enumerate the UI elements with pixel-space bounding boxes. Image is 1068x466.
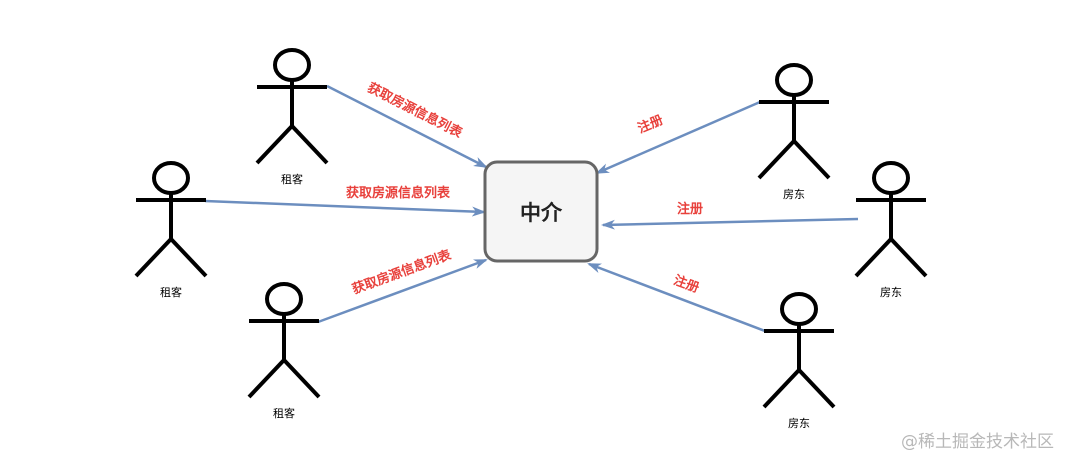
actor-landlord-1: 房东 (757, 63, 831, 201)
actor-tenant-2: 租客 (134, 161, 208, 299)
arrow-tenant-2 (204, 199, 486, 217)
arrow-tenant-3 (317, 258, 488, 324)
edge-label-landlord-3: 注册 (671, 272, 701, 296)
actor-tenant-1: 租客 (255, 48, 329, 186)
arrow-landlord-2 (601, 217, 859, 230)
edge-label-landlord-1: 注册 (635, 112, 665, 137)
stick-figure-icon (762, 292, 836, 409)
edge-label-landlord-2: 注册 (677, 201, 703, 217)
center-node: 中介 (483, 160, 599, 263)
actor-landlord-2: 房东 (854, 161, 928, 299)
center-node-box (483, 160, 599, 263)
actor-label: 租客 (281, 172, 303, 186)
actor-label: 房东 (880, 286, 902, 299)
stick-figure-icon (247, 282, 321, 399)
stick-figure-icon (854, 161, 928, 278)
arrow-landlord-1 (595, 100, 761, 175)
actor-label: 租客 (273, 406, 295, 420)
actor-landlord-3: 房东 (762, 292, 836, 430)
arrow-landlord-3 (587, 262, 766, 333)
arrow-tenant-1 (326, 84, 488, 169)
stick-figure-icon (134, 161, 208, 278)
stick-figure-icon (757, 63, 831, 180)
actor-label: 房东 (783, 188, 805, 201)
watermark-text: @稀土掘金技术社区 (901, 432, 1054, 452)
actor-label: 租客 (160, 285, 182, 299)
arrows (204, 84, 859, 333)
actor-tenant-3: 租客 (247, 282, 321, 420)
center-node-label: 中介 (520, 201, 563, 225)
edge-label-tenant-2: 获取房源信息列表 (346, 185, 451, 201)
stick-figure-icon (255, 48, 329, 165)
actor-label: 房东 (788, 417, 810, 430)
